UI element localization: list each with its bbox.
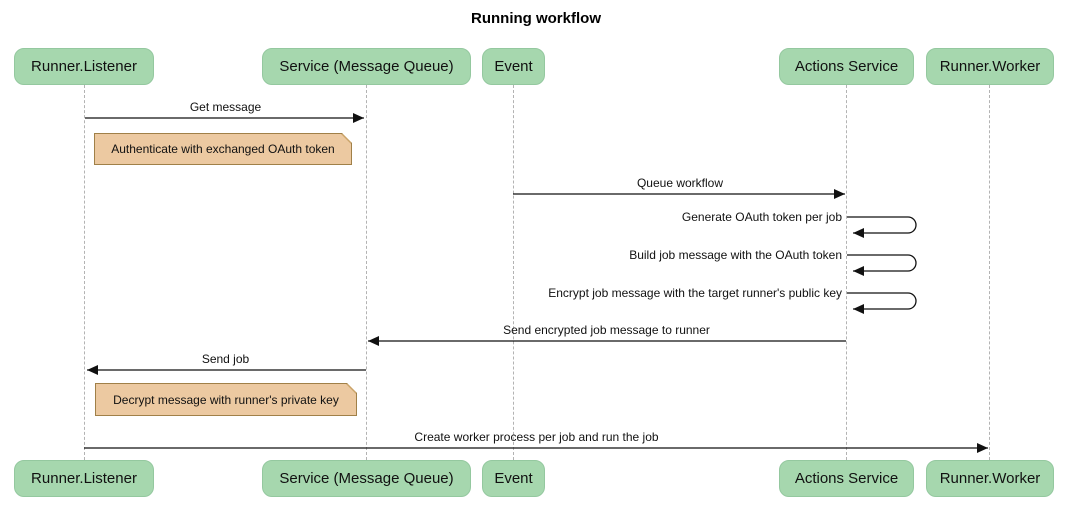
participant-runner-worker-bottom: Runner.Worker xyxy=(926,460,1054,497)
diagram-title: Running workflow xyxy=(471,10,601,27)
note-decrypt-message: Decrypt message with runner's private ke… xyxy=(95,383,357,416)
participant-service-message-queue-bottom: Service (Message Queue) xyxy=(262,460,471,497)
participant-actions-service-bottom: Actions Service xyxy=(779,460,914,497)
arrow-build-job-message-self-loop xyxy=(847,254,917,276)
message-label-build-job-message: Build job message with the OAuth token xyxy=(629,248,842,262)
lifeline-runner-worker xyxy=(989,85,990,460)
participant-event-bottom: Event xyxy=(482,460,545,497)
lifeline-event xyxy=(513,85,514,460)
message-label-get-message: Get message xyxy=(189,100,262,114)
message-label-send-encrypted-job-message: Send encrypted job message to runner xyxy=(503,323,710,337)
note-authenticate-oauth: Authenticate with exchanged OAuth token xyxy=(94,133,352,165)
message-label-generate-oauth-token: Generate OAuth token per job xyxy=(681,210,842,224)
participant-runner-worker-top: Runner.Worker xyxy=(926,48,1054,85)
message-label-send-job: Send job xyxy=(201,352,250,366)
message-label-create-worker-process: Create worker process per job and run th… xyxy=(414,430,659,444)
participant-runner-listener-bottom: Runner.Listener xyxy=(14,460,154,497)
message-label-queue-workflow: Queue workflow xyxy=(636,176,724,190)
lifeline-service-message-queue xyxy=(366,85,367,460)
arrow-generate-oauth-token-self-loop xyxy=(847,216,917,238)
lifeline-runner-listener xyxy=(84,85,85,460)
arrow-encrypt-job-message-self-loop xyxy=(847,292,917,314)
participant-runner-listener-top: Runner.Listener xyxy=(14,48,154,85)
participant-actions-service-top: Actions Service xyxy=(779,48,914,85)
message-label-encrypt-job-message: Encrypt job message with the target runn… xyxy=(548,286,842,300)
lifeline-actions-service xyxy=(846,85,847,460)
participant-service-message-queue-top: Service (Message Queue) xyxy=(262,48,471,85)
participant-event-top: Event xyxy=(482,48,545,85)
